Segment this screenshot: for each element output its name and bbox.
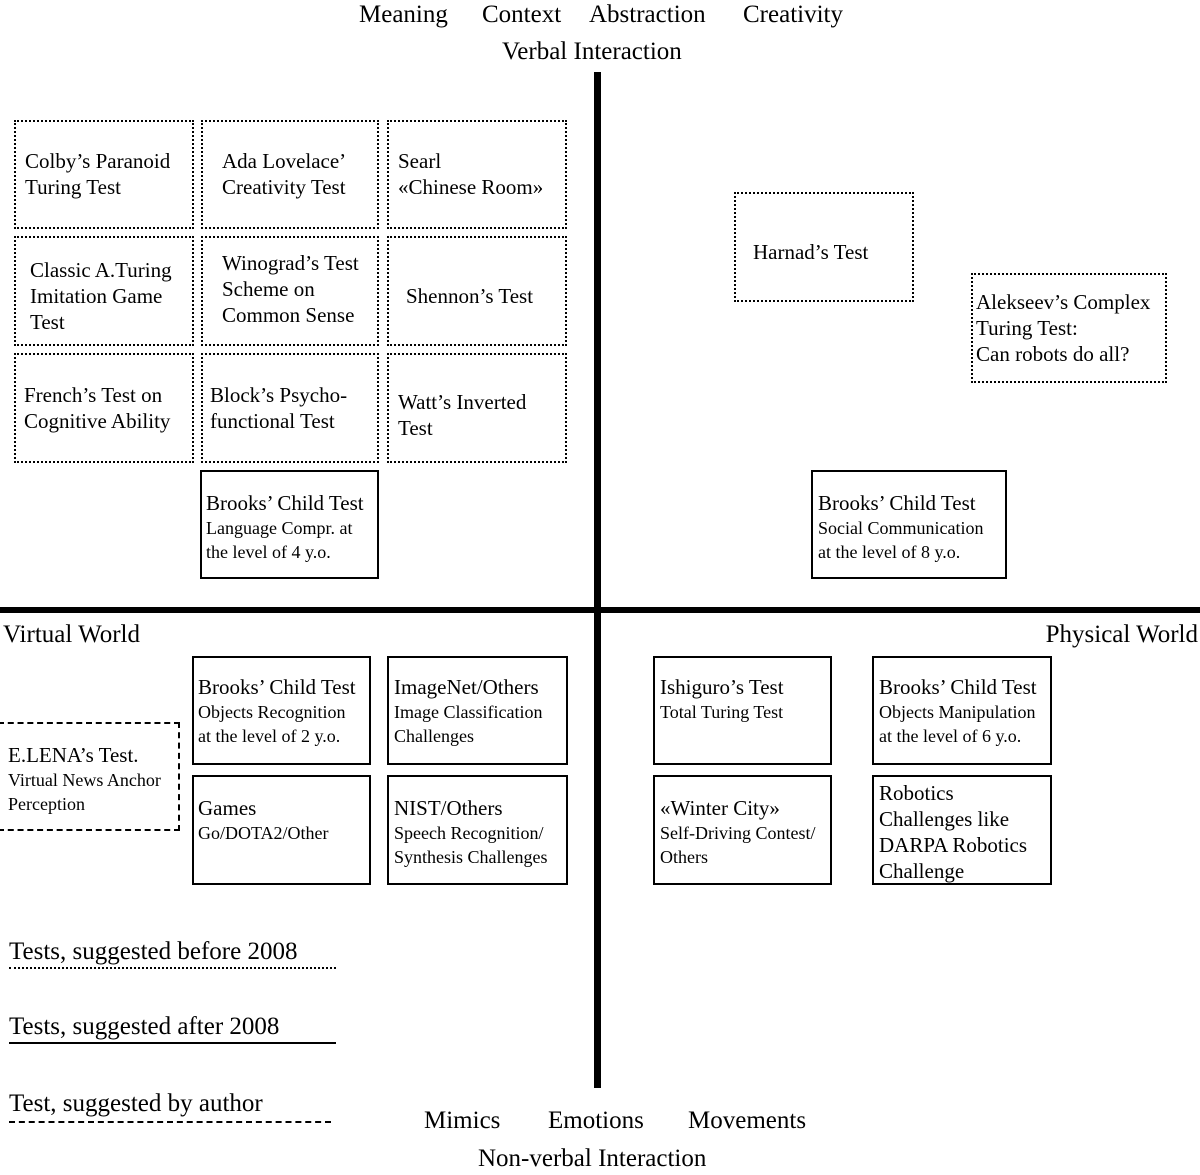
box-line: Self-Driving Contest/ xyxy=(660,823,816,843)
box-line: Scheme on xyxy=(222,277,315,301)
legend-author-line xyxy=(9,1121,331,1123)
horizontal-axis xyxy=(0,607,1200,613)
label-mimics: Mimics xyxy=(424,1107,501,1134)
box-winter-city: «Winter City» Self-Driving Contest/ Othe… xyxy=(653,775,832,885)
box-line: DARPA Robotics xyxy=(879,833,1028,857)
box-line: Imitation Game xyxy=(30,284,163,308)
label-meaning: Meaning xyxy=(359,1,448,28)
box-line: at the level of 6 y.o. xyxy=(879,726,1022,746)
box-line: Searl xyxy=(398,149,442,173)
box-title: «Winter City» xyxy=(660,796,780,820)
box-imagenet: ImageNet/Others Image Classification Cha… xyxy=(387,656,568,765)
box-nist: NIST/Others Speech Recognition/ Synthesi… xyxy=(387,775,568,885)
box-title: Brooks’ Child Test xyxy=(206,491,364,515)
box-title: E.LENA’s Test. xyxy=(8,743,139,767)
axis-title-virtual-world: Virtual World xyxy=(3,621,140,648)
box-line: Social Communication xyxy=(818,518,984,538)
box-line: Challenge xyxy=(879,859,965,883)
box-title: Brooks’ Child Test xyxy=(879,675,1037,699)
box-line: at the level of 8 y.o. xyxy=(818,542,961,562)
legend-after-2008-line xyxy=(9,1042,336,1044)
box-line: Objects Manipulation xyxy=(879,702,1036,722)
label-context: Context xyxy=(482,1,562,28)
box-robotics-challenges: Robotics Challenges like DARPA Robotics … xyxy=(872,775,1052,885)
box-line: Speech Recognition/ xyxy=(394,823,544,843)
box-line: Harnad’s Test xyxy=(753,240,869,264)
box-line: Cognitive Ability xyxy=(24,409,171,433)
box-harnad-test: Harnad’s Test xyxy=(734,192,914,302)
box-line: Test xyxy=(398,416,433,440)
box-line: Shennon’s Test xyxy=(406,284,534,308)
box-line: Perception xyxy=(8,794,85,814)
box-line: «Chinese Room» xyxy=(398,175,544,199)
box-title: NIST/Others xyxy=(394,796,503,820)
box-line: Virtual News Anchor xyxy=(8,770,161,790)
box-french-test: French’s Test on Cognitive Ability xyxy=(14,353,194,463)
box-line: Total Turing Test xyxy=(660,702,784,722)
box-line: functional Test xyxy=(210,409,335,433)
box-line: Can robots do all? xyxy=(976,342,1130,366)
box-line: Common Sense xyxy=(222,303,355,327)
box-classic-turing-test: Classic A.Turing Imitation Game Test xyxy=(14,236,194,346)
box-alekseev-test: Alekseev’s Complex Turing Test: Can robo… xyxy=(971,273,1167,383)
box-brooks-child-test-8yo: Brooks’ Child Test Social Communication … xyxy=(811,470,1007,579)
box-block-test: Block’s Psycho- functional Test xyxy=(201,353,379,463)
legend-after-2008-label: Tests, suggested after 2008 xyxy=(9,1013,280,1040)
box-title: ImageNet/Others xyxy=(394,675,539,699)
box-line: Alekseev’s Complex xyxy=(976,290,1151,314)
vertical-axis xyxy=(594,72,601,1088)
box-line: Watt’s Inverted xyxy=(398,390,527,414)
box-watt-test: Watt’s Inverted Test xyxy=(387,353,567,463)
box-line: at the level of 2 y.o. xyxy=(198,726,341,746)
box-line: Challenges like xyxy=(879,807,1010,831)
box-line: Classic A.Turing xyxy=(30,258,172,282)
axis-title-physical-world: Physical World xyxy=(1045,621,1198,648)
box-title: Ishiguro’s Test xyxy=(660,675,784,699)
box-colby-test: Colby’s Paranoid Turing Test xyxy=(14,120,194,229)
box-line: Objects Recognition xyxy=(198,702,346,722)
box-line: Ada Lovelace’ xyxy=(222,149,347,173)
box-line: Challenges xyxy=(394,726,474,746)
box-line: Synthesis Challenges xyxy=(394,847,548,867)
box-ada-lovelace-test: Ada Lovelace’ Creativity Test xyxy=(201,120,379,229)
box-title: Brooks’ Child Test xyxy=(818,491,976,515)
box-shennon-test: Shennon’s Test xyxy=(387,236,567,346)
legend-author-label: Test, suggested by author xyxy=(9,1090,263,1117)
axis-title-non-verbal-interaction: Non-verbal Interaction xyxy=(478,1145,707,1172)
box-line: Turing Test xyxy=(25,175,121,199)
box-line: Block’s Psycho- xyxy=(210,383,348,407)
box-line: French’s Test on xyxy=(24,383,163,407)
box-line: Image Classification xyxy=(394,702,543,722)
box-line: the level of 4 y.o. xyxy=(206,542,331,562)
box-line: Test xyxy=(30,310,65,334)
box-brooks-child-test-4yo: Brooks’ Child Test Language Compr. at th… xyxy=(200,470,379,579)
axis-title-verbal-interaction: Verbal Interaction xyxy=(502,38,682,65)
box-title: Brooks’ Child Test xyxy=(198,675,356,699)
box-brooks-child-test-2yo: Brooks’ Child Test Objects Recognition a… xyxy=(192,656,371,765)
label-emotions: Emotions xyxy=(548,1107,644,1134)
box-line: Go/DOTA2/Other xyxy=(198,823,329,843)
box-line: Turing Test: xyxy=(976,316,1078,340)
box-line: Creativity Test xyxy=(222,175,346,199)
legend-before-2008-label: Tests, suggested before 2008 xyxy=(9,938,298,965)
box-games: Games Go/DOTA2/Other xyxy=(192,775,371,885)
legend-before-2008-line xyxy=(9,967,336,969)
box-line: Others xyxy=(660,847,708,867)
label-abstraction: Abstraction xyxy=(589,1,706,28)
box-line: Language Compr. at xyxy=(206,518,353,538)
box-line: Robotics xyxy=(879,781,954,805)
box-line: Winograd’s Test xyxy=(222,251,359,275)
box-ishiguro-test: Ishiguro’s Test Total Turing Test xyxy=(653,656,832,765)
box-brooks-child-test-6yo: Brooks’ Child Test Objects Manipulation … xyxy=(872,656,1052,765)
box-winograd-test: Winograd’s Test Scheme on Common Sense xyxy=(201,236,379,346)
box-title: Games xyxy=(198,796,257,820)
box-searl-test: Searl «Chinese Room» xyxy=(387,120,567,229)
label-creativity: Creativity xyxy=(743,1,843,28)
box-line: Colby’s Paranoid xyxy=(25,149,171,173)
box-elena-test: E.LENA’s Test. Virtual News Anchor Perce… xyxy=(0,722,180,831)
label-movements: Movements xyxy=(688,1107,807,1134)
